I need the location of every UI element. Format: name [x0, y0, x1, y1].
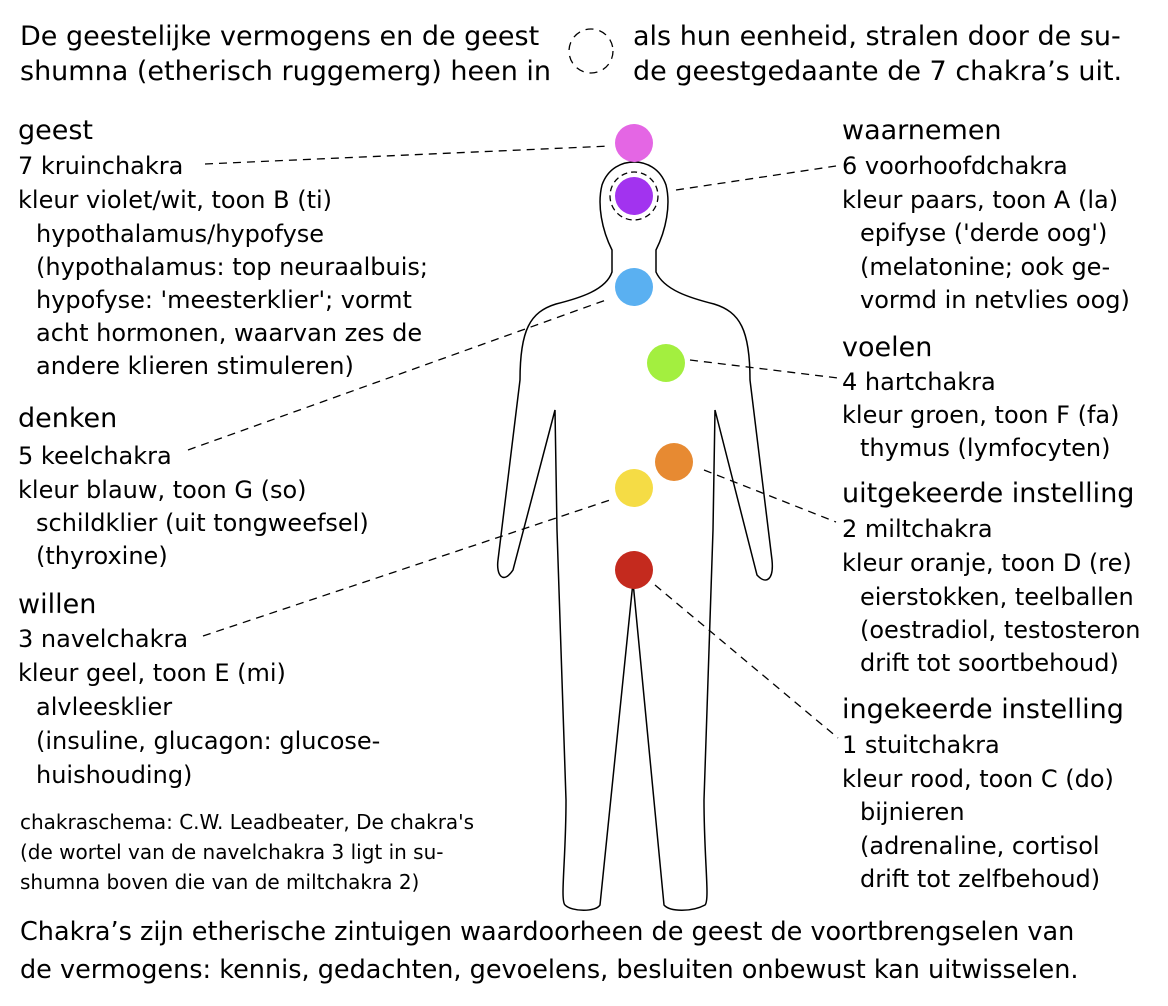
chakra-root-circle	[615, 551, 653, 589]
left-heading-geest: geest	[18, 115, 94, 146]
note-line: shumna boven die van de miltchakra 2)	[20, 870, 420, 894]
left-text: acht hormonen, waarvan zes de	[36, 319, 423, 347]
chakra-crown-circle	[615, 124, 653, 162]
left-text: alvleesklier	[36, 693, 173, 721]
right-text: kleur groen, toon F (fa)	[842, 401, 1120, 429]
left-text: (thyroxine)	[36, 542, 168, 570]
left-text: (insuline, glucagon: glucose-	[36, 727, 381, 755]
left-text: andere klieren stimuleren)	[36, 352, 354, 380]
chakra-heart-circle	[647, 344, 685, 382]
right-text: eierstokken, teelballen	[860, 583, 1134, 611]
left-heading-denken: denken	[18, 403, 118, 434]
chakra-solar-plexus-circle	[615, 469, 653, 507]
right-text: thymus (lymfocyten)	[860, 434, 1111, 462]
connector-throat	[187, 299, 607, 451]
header-right-line-1: als hun eenheid, stralen door de su-	[633, 21, 1121, 52]
left-text: schildklier (uit tongweefsel)	[36, 509, 369, 537]
right-text: vormd in netvlies oog)	[860, 286, 1130, 314]
right-text: (adrenaline, cortisol	[860, 832, 1100, 860]
footer-line-1: Chakra’s zijn etherische zintuigen waard…	[20, 917, 1075, 947]
body-outline	[496, 161, 774, 911]
right-heading-ingekeerde: ingekeerde instelling	[842, 694, 1124, 725]
left-text: 3 navelchakra	[18, 625, 189, 653]
unity-dashed-circle	[568, 28, 614, 74]
right-text: 2 miltchakra	[842, 515, 993, 543]
right-text: drift tot soortbehoud)	[860, 649, 1119, 677]
right-text: 6 voorhoofdchakra	[842, 152, 1068, 180]
left-text: 5 keelchakra	[18, 442, 172, 470]
right-text: (oestradiol, testosteron	[860, 616, 1141, 644]
left-heading-willen: willen	[18, 589, 97, 620]
left-text: (hypothalamus: top neuraalbuis;	[36, 253, 429, 281]
chakra-third-eye-circle	[615, 177, 653, 215]
left-text: 7 kruinchakra	[18, 152, 184, 180]
connector-spleen	[703, 469, 837, 523]
chakra-spleen-circle	[655, 443, 693, 481]
left-text: huishouding)	[36, 761, 193, 789]
note-line: chakraschema: C.W. Leadbeater, De chakra…	[20, 810, 475, 834]
header-left-line-2: shumna (etherisch ruggemerg) heen in	[20, 56, 552, 87]
connector-solar-plexus	[202, 499, 611, 637]
left-text: kleur geel, toon E (mi)	[18, 659, 286, 687]
left-text: kleur blauw, toon G (so)	[18, 476, 307, 504]
note-line: (de wortel van de navelchakra 3 ligt in …	[20, 840, 444, 864]
left-text: hypofyse: 'meesterklier'; vormt	[36, 286, 412, 314]
right-heading-voelen: voelen	[842, 332, 933, 363]
right-heading-waarnemen: waarnemen	[842, 115, 1002, 146]
header-right-line-2: de geestgedaante de 7 chakra’s uit.	[633, 56, 1123, 87]
right-text: (melatonine; ook ge-	[860, 253, 1111, 281]
right-text: kleur oranje, toon D (re)	[842, 549, 1132, 577]
right-text: drift tot zelfbehoud)	[860, 865, 1101, 893]
right-text: kleur rood, toon C (do)	[842, 765, 1114, 793]
right-heading-uitgekeerde: uitgekeerde instelling	[842, 478, 1135, 509]
chakra-throat-circle	[615, 268, 653, 306]
connector-third-eye	[675, 165, 837, 191]
left-text: hypothalamus/hypofyse	[36, 220, 325, 248]
connector-crown	[204, 145, 611, 165]
right-text: kleur paars, toon A (la)	[842, 186, 1119, 214]
right-text: epifyse ('derde oog')	[860, 219, 1108, 247]
connector-heart	[689, 359, 839, 379]
footer-line-2: de vermogens: kennis, gedachten, gevoele…	[20, 955, 1079, 985]
left-text: kleur violet/wit, toon B (ti)	[18, 186, 333, 214]
third-eye-dashed-ring	[609, 171, 659, 221]
right-text: 1 stuitchakra	[842, 731, 1000, 759]
right-text: 4 hartchakra	[842, 368, 996, 396]
right-text: bijnieren	[860, 798, 965, 826]
connector-root	[654, 584, 839, 739]
header-left-line-1: De geestelijke vermogens en de geest	[20, 21, 540, 52]
